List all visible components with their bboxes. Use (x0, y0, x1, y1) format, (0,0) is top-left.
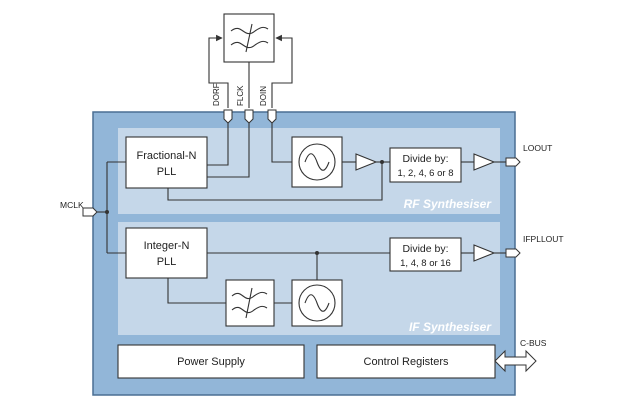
pin-cbus: C-BUS (520, 338, 547, 348)
svg-text:Fractional-N: Fractional-N (137, 150, 197, 162)
lowpass-filter-icon (231, 287, 268, 319)
svg-text:FLCK: FLCK (236, 85, 245, 106)
if-feedback-junction (315, 251, 319, 255)
svg-text:Divide by:: Divide by: (402, 243, 448, 255)
pin-mclk: MCLK (60, 200, 98, 217)
pin-flck: FLCK (236, 85, 254, 124)
svg-text:1, 4, 8 or 16: 1, 4, 8 or 16 (400, 258, 451, 269)
if-section-title: IF Synthesiser (409, 320, 492, 334)
if-pll-to-filter-wire (167, 278, 226, 304)
cbus-bidirectional-arrow: C-BUS (494, 338, 547, 373)
if-vco-block (291, 279, 343, 327)
rf-feedback-wire (167, 162, 383, 201)
dorf-to-filter-wire (208, 34, 229, 108)
rf-feedback-junction (380, 160, 384, 164)
doin-to-filter-wire (271, 34, 293, 108)
svg-text:DORF: DORF (212, 83, 221, 106)
pin-loout: LOOUT (505, 143, 552, 167)
integer-n-pll-block: Integer-N PLL (125, 227, 208, 279)
pin-dorf: DORF (212, 83, 233, 124)
svg-text:IFPLLOUT: IFPLLOUT (523, 234, 564, 244)
svg-text:Integer-N: Integer-N (144, 240, 190, 252)
vco-sine-icon (304, 294, 330, 312)
pin-doin: DOIN (259, 86, 277, 124)
svg-text:Divide by:: Divide by: (402, 153, 448, 165)
svg-text:MCLK: MCLK (60, 200, 84, 210)
pin-ifpllout: IFPLLOUT (505, 234, 564, 258)
rf-pll-to-dorf-wire (207, 123, 229, 166)
external-loop-filter (223, 13, 275, 63)
if-output-buffer (473, 244, 496, 262)
svg-text:PLL: PLL (157, 256, 177, 268)
if-loop-filter-block (225, 279, 275, 327)
rf-vco-block (291, 136, 343, 188)
svg-text:LOOUT: LOOUT (523, 143, 552, 153)
rf-buffer-amplifier (355, 153, 378, 171)
rf-output-buffer (473, 153, 496, 171)
svg-text:DOIN: DOIN (259, 86, 268, 106)
power-supply-block: Power Supply (117, 344, 305, 379)
svg-text:1, 2, 4, 6 or 8: 1, 2, 4, 6 or 8 (398, 168, 454, 179)
vco-sine-icon (304, 153, 330, 171)
if-divider-block: Divide by: 1, 4, 8 or 16 (389, 237, 462, 272)
fractional-n-pll-block: Fractional-N PLL (125, 136, 208, 189)
mclk-junction (105, 210, 109, 214)
lowpass-filter-icon (230, 23, 269, 53)
svg-text:Control Registers: Control Registers (364, 356, 449, 368)
rf-pll-to-flck-wire (207, 123, 250, 178)
svg-text:PLL: PLL (157, 166, 177, 178)
doin-to-rf-vco-wire (271, 123, 292, 163)
rf-section-title: RF Synthesiser (404, 197, 493, 211)
rf-divider-block: Divide by: 1, 2, 4, 6 or 8 (389, 147, 462, 183)
control-registers-block: Control Registers (316, 344, 496, 379)
svg-text:Power Supply: Power Supply (177, 356, 245, 368)
